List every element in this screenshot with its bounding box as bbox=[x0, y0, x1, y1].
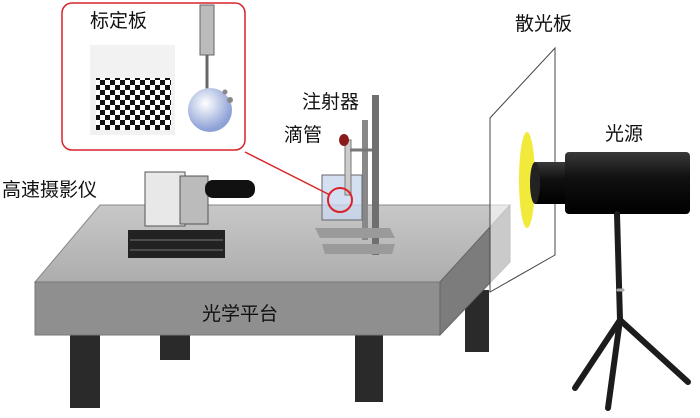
callout-line bbox=[244, 151, 331, 196]
light-source: 光源 bbox=[519, 123, 690, 228]
droplet-highlight-circle bbox=[327, 187, 353, 213]
optical-table: 光学平台 bbox=[33, 203, 512, 337]
calibration-plate-label: 标定板 bbox=[90, 10, 147, 32]
optical-table-label: 光学平台 bbox=[202, 303, 278, 325]
tripod bbox=[572, 211, 691, 411]
syringe-label: 注射器 bbox=[302, 91, 359, 113]
checkerboard bbox=[96, 78, 171, 130]
diffuser-plate-label: 散光板 bbox=[515, 13, 572, 35]
syringe-stand: 注射器 滴管 bbox=[284, 91, 395, 255]
dropper-label: 滴管 bbox=[284, 124, 322, 146]
calibration-inset: 标定板 bbox=[61, 2, 246, 151]
high-speed-camera: 高速摄影仪 bbox=[2, 171, 255, 258]
light-source-label: 光源 bbox=[605, 123, 643, 145]
droplet bbox=[188, 88, 232, 132]
high-speed-camera-label: 高速摄影仪 bbox=[2, 179, 97, 201]
